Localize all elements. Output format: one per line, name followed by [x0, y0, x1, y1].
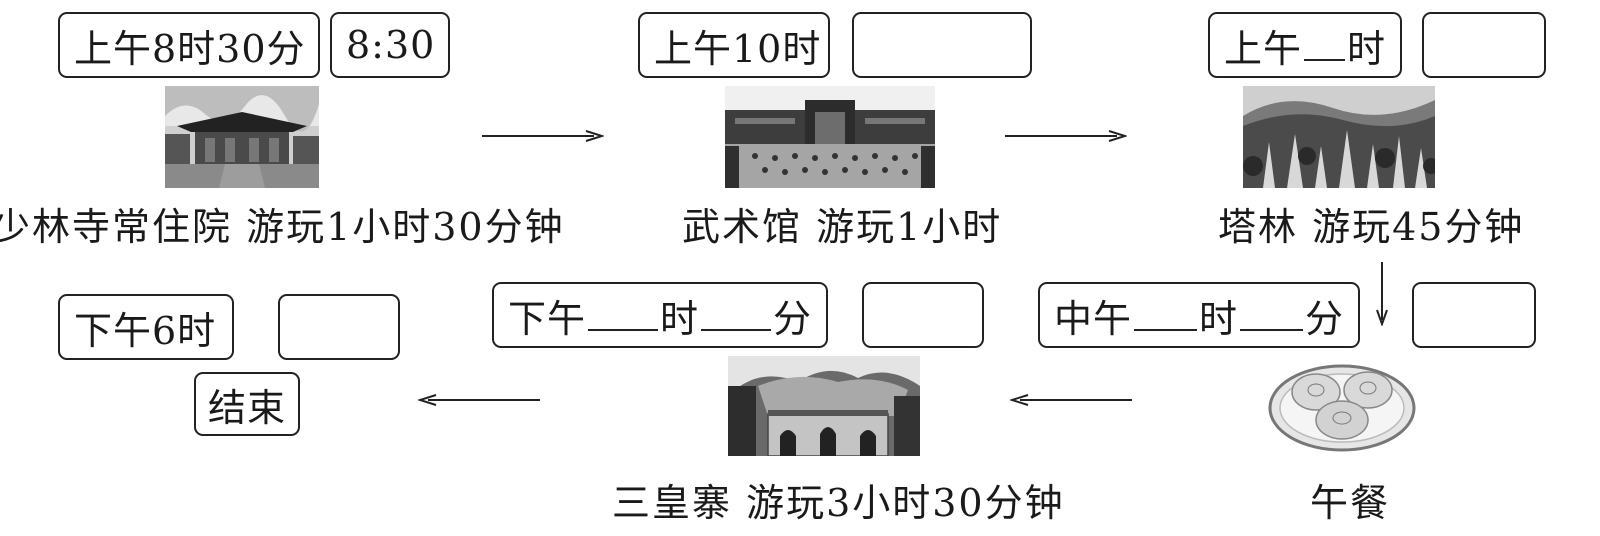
lunch-time-answer-box[interactable] [1412, 282, 1536, 348]
lunch-plate-photo [1266, 352, 1418, 456]
arrow-left-icon [418, 394, 540, 406]
arrow-down-icon [1376, 262, 1388, 326]
martial-arts-hall-photo [725, 86, 935, 188]
stop4-time-prefix: 下午 [508, 296, 587, 341]
lunch-minute-blank[interactable] [1240, 299, 1303, 331]
stop4-time-mid: 时 [659, 296, 699, 341]
arrow-right-icon [482, 130, 604, 142]
stop2-caption: 武术馆 游玩1小时 [682, 205, 1003, 249]
lunch-time-mid: 时 [1198, 296, 1238, 341]
stop3-time-suffix: 时 [1346, 26, 1386, 71]
lunch-time-label: 中午 时 分 [1038, 282, 1360, 348]
arrow-left-icon [1010, 394, 1132, 406]
shaolin-temple-photo [165, 86, 319, 188]
stop3-time-label: 上午 时 [1208, 12, 1402, 78]
lunch-hour-blank[interactable] [1134, 299, 1197, 331]
stop2-time-answer-box[interactable] [852, 12, 1032, 78]
stop4-minute-blank[interactable] [701, 299, 771, 331]
end-time-text: 下午6时 [74, 308, 217, 353]
stop3-hour-blank[interactable] [1304, 29, 1345, 61]
start-time-label: 上午8时30分 [58, 12, 320, 78]
stop4-caption: 三皇寨 游玩3小时30分钟 [612, 481, 1065, 525]
lunch-caption: 午餐 [1310, 481, 1391, 525]
lunch-time-prefix: 中午 [1054, 296, 1133, 341]
stop4-time-label: 下午 时 分 [492, 282, 828, 348]
stop4-time-suffix: 分 [772, 296, 812, 341]
end-caption-box: 结束 [194, 372, 300, 436]
stop3-time-prefix: 上午 [1224, 26, 1303, 71]
arrow-right-icon [1005, 130, 1127, 142]
start-time-answer: 8:30 [346, 23, 436, 67]
lunch-time-suffix: 分 [1304, 296, 1344, 341]
end-time-label: 下午6时 [58, 294, 234, 360]
end-time-answer-box[interactable] [278, 294, 400, 360]
pagoda-forest-photo [1243, 86, 1435, 188]
start-time-text: 上午8时30分 [74, 26, 306, 71]
sanhuangzhai-photo [728, 356, 920, 456]
end-caption: 结束 [207, 385, 286, 430]
stop4-time-answer-box[interactable] [862, 282, 984, 348]
start-time-answer-box[interactable]: 8:30 [330, 12, 450, 78]
stop2-time-label: 上午10时 [638, 12, 830, 78]
stop1-caption: 少林寺常住院 游玩1小时30分钟 [0, 205, 565, 249]
stop4-hour-blank[interactable] [588, 299, 658, 331]
stop3-time-answer-box[interactable] [1422, 12, 1546, 78]
stop3-caption: 塔林 游玩45分钟 [1218, 205, 1525, 249]
stop2-time-text: 上午10时 [654, 26, 822, 71]
